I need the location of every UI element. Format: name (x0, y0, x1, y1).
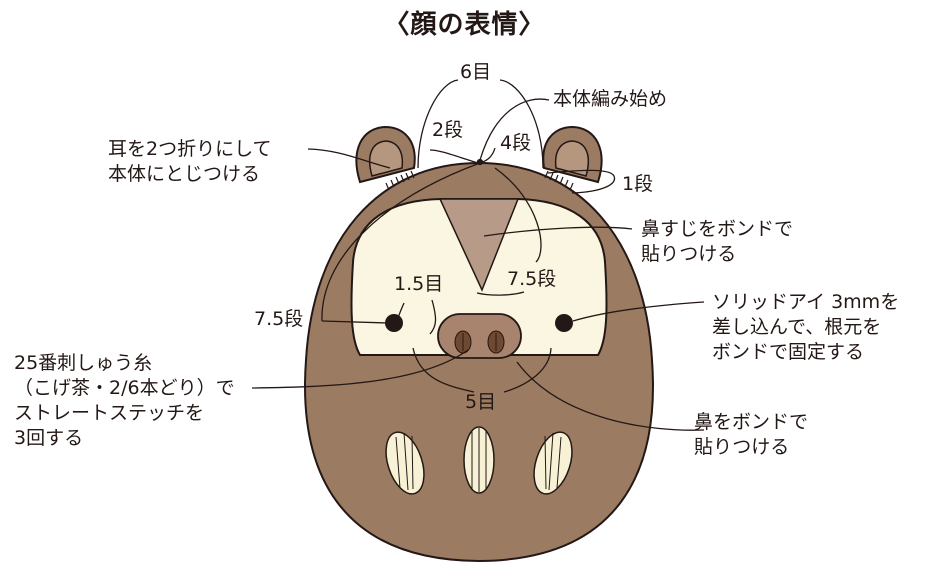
label-eye-row-left: 7.5段 (254, 308, 304, 330)
label-ear-left-2: 本体にとじつける (108, 163, 261, 185)
label-nose-1: 鼻をボンドで (694, 411, 809, 433)
label-top-4: 4段 (500, 132, 532, 154)
label-eye-row-inner: 7.5段 (507, 268, 557, 290)
label-ear-left-1: 耳を2つ折りにして (108, 138, 272, 160)
label-top-6: 6目 (460, 61, 492, 83)
left-eye (385, 314, 403, 332)
label-eyes-1: ソリッドアイ 3mmを (712, 291, 900, 313)
label-ear-right: 1段 (622, 173, 654, 195)
leader-lines (251, 79, 705, 431)
label-nose-ridge-1: 鼻すじをボンドで (641, 218, 794, 240)
label-mouth-1: 25番刺しゅう糸 (14, 352, 153, 374)
left-ear (355, 125, 416, 184)
label-eyes-2: 差し込んで、根元を (712, 316, 882, 338)
ear-stitches (385, 170, 574, 191)
snout (437, 313, 522, 359)
right-ear (542, 125, 603, 184)
label-start: 本体編み始め (553, 88, 668, 110)
label-eye-gap: 1.5目 (394, 273, 444, 295)
label-bottom-5: 5目 (465, 391, 497, 413)
label-nose-2: 貼りつける (694, 436, 790, 458)
belly-stripes (385, 426, 573, 495)
page-title: 〈顔の表情〉 (383, 10, 546, 40)
label-mouth-4: 3回する (14, 427, 84, 449)
label-nose-ridge-2: 貼りつける (641, 243, 737, 265)
label-top-2: 2段 (432, 119, 464, 141)
label-mouth-2: （こげ茶・2/6本どり）で (14, 377, 235, 399)
nose-ridge (438, 198, 520, 292)
label-eyes-3: ボンドで固定する (712, 341, 865, 363)
label-mouth-3: ストレートステッチを (14, 402, 205, 424)
right-eye (555, 314, 573, 332)
